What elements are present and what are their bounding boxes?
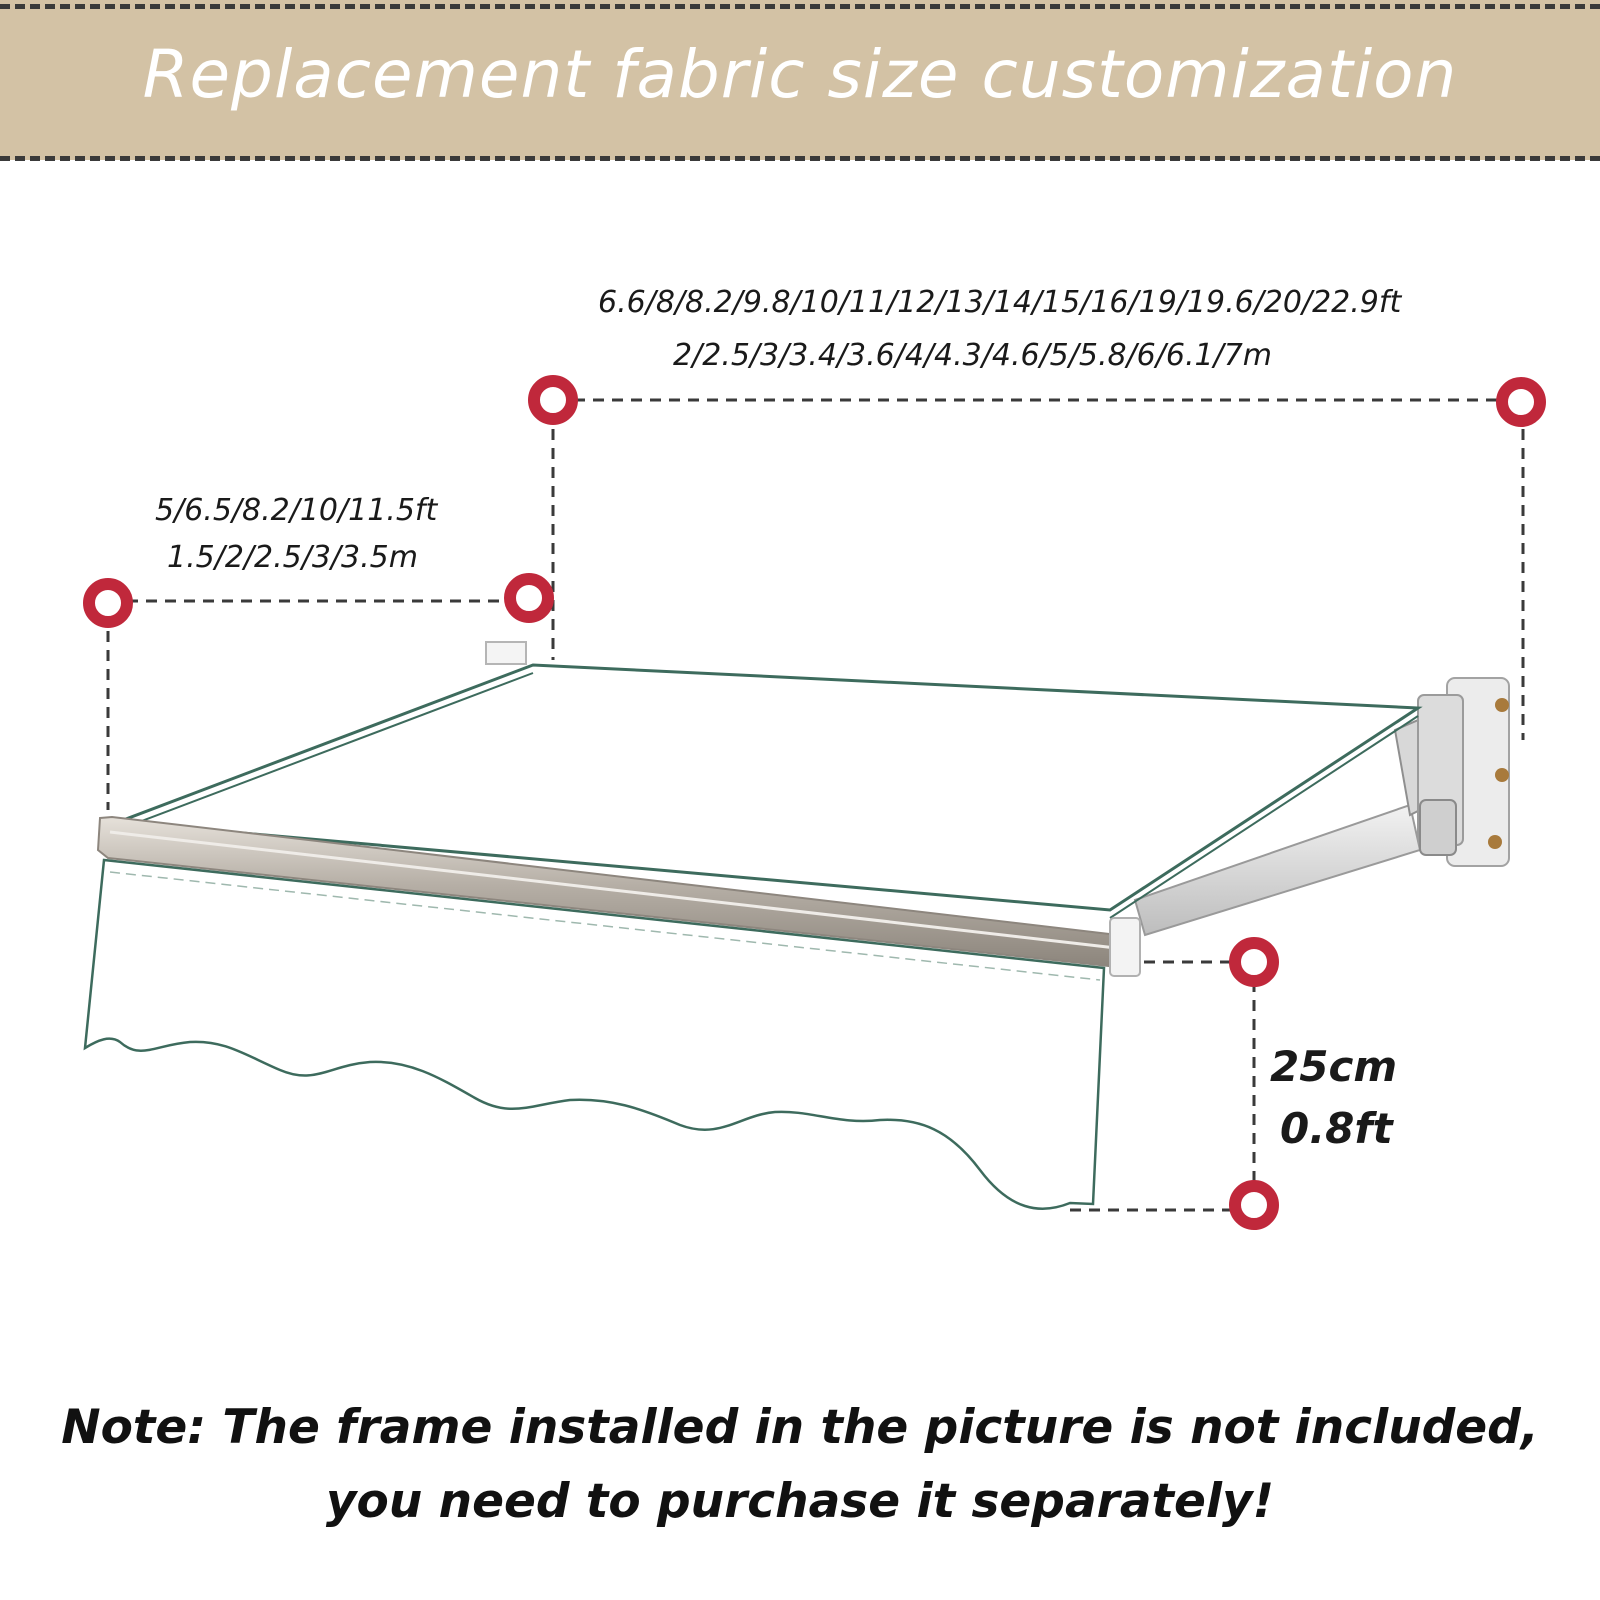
length-end-marker <box>1496 377 1546 427</box>
projection-m-label: 1.5/2/2.5/3/3.5m <box>167 540 418 575</box>
valance-cm-label: 25cm <box>1270 1042 1398 1091</box>
length-start-marker <box>528 375 578 425</box>
awning-frame-bracket <box>1133 677 1510 937</box>
header-bottom-dashed-border <box>0 156 1600 161</box>
awning-valance <box>83 858 1106 1210</box>
length-m-label: 2/2.5/3/3.4/3.6/4/4.3/4.6/5/5.8/6/6.1/7m <box>673 338 1273 373</box>
valance-ft-label: 0.8ft <box>1280 1104 1393 1153</box>
projection-ft-label: 5/6.5/8.2/10/11.5ft <box>155 493 438 528</box>
header-top-dashed-border <box>0 4 1600 9</box>
valance-bottom-marker <box>1229 1180 1279 1230</box>
header-banner <box>0 0 1600 160</box>
dimension-markers <box>83 375 1546 1230</box>
valance-top-marker <box>1229 937 1279 987</box>
note-line-1: Note: The frame installed in the picture… <box>61 1400 1539 1455</box>
projection-end-marker <box>504 573 554 623</box>
awning-fabric-top <box>117 663 1423 912</box>
length-ft-label: 6.6/8/8.2/9.8/10/11/12/13/14/15/16/19/19… <box>598 285 1402 320</box>
note-line-2: you need to purchase it separately! <box>325 1474 1275 1529</box>
dimension-lines <box>106 398 1525 1212</box>
projection-start-marker <box>83 578 133 628</box>
header-title: Replacement fabric size customization <box>142 36 1458 113</box>
